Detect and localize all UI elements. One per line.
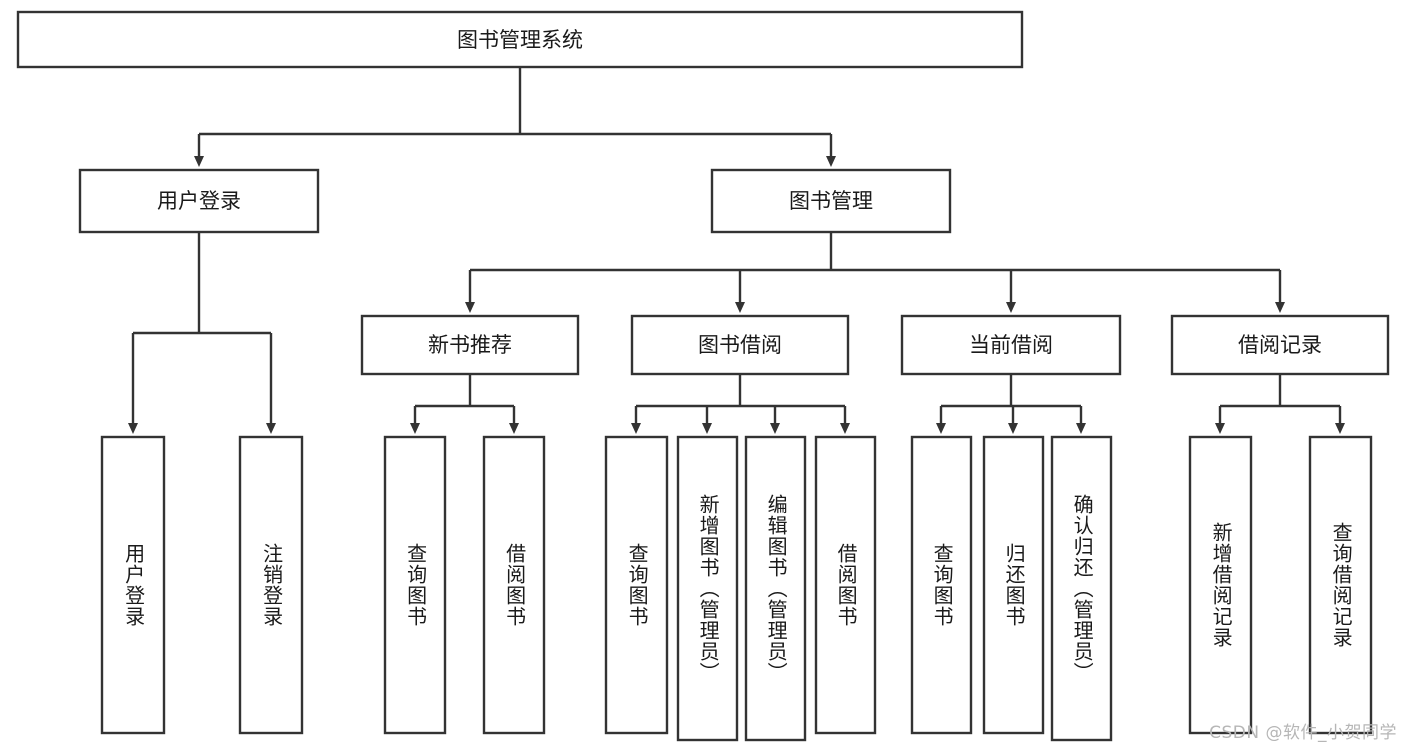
leaf-box[interactable] xyxy=(1188,435,1253,735)
leaf-box[interactable] xyxy=(814,435,877,735)
node-book-management[interactable]: 图书管理 xyxy=(710,168,952,234)
node-book-borrow[interactable]: 图书借阅 xyxy=(630,314,850,376)
node-borrow-records-label: 借阅记录 xyxy=(1238,333,1322,357)
connector-booksmgmt-to-level3 xyxy=(465,232,1285,313)
leaf-boxes xyxy=(100,435,1373,742)
node-borrow-records[interactable]: 借阅记录 xyxy=(1170,314,1390,376)
node-root-label: 图书管理系统 xyxy=(457,28,583,52)
watermark: CSDN @软件_小贺同学 xyxy=(1209,723,1397,743)
leaf-box[interactable] xyxy=(910,435,973,735)
leaf-box[interactable] xyxy=(982,435,1045,735)
node-user-login-label: 用户登录 xyxy=(157,189,241,213)
connector-borrow-to-leaves xyxy=(631,374,850,434)
leaf-box[interactable] xyxy=(604,435,669,735)
node-root[interactable]: 图书管理系统 xyxy=(16,10,1024,69)
connector-records-to-leaves xyxy=(1215,374,1345,434)
leaf-box[interactable] xyxy=(238,435,304,735)
leaf-box[interactable] xyxy=(100,435,166,735)
leaf-box[interactable] xyxy=(1308,435,1373,735)
leaf-box[interactable] xyxy=(383,435,447,735)
connector-userlogin-to-leaves xyxy=(128,232,276,434)
node-current-borrow[interactable]: 当前借阅 xyxy=(900,314,1122,376)
node-user-login[interactable]: 用户登录 xyxy=(78,168,320,234)
node-book-management-label: 图书管理 xyxy=(789,189,873,213)
node-new-book-recommend-label: 新书推荐 xyxy=(428,333,512,357)
leaf-box[interactable] xyxy=(676,435,739,742)
leaf-box[interactable] xyxy=(1050,435,1113,742)
node-new-book-recommend[interactable]: 新书推荐 xyxy=(360,314,580,376)
leaf-box[interactable] xyxy=(744,435,807,742)
node-current-borrow-label: 当前借阅 xyxy=(969,333,1053,357)
connector-root-to-level2 xyxy=(194,67,836,167)
connector-newbook-to-leaves xyxy=(410,374,519,434)
node-book-borrow-label: 图书借阅 xyxy=(698,333,782,357)
connector-current-to-leaves xyxy=(936,374,1086,434)
leaf-box[interactable] xyxy=(482,435,546,735)
